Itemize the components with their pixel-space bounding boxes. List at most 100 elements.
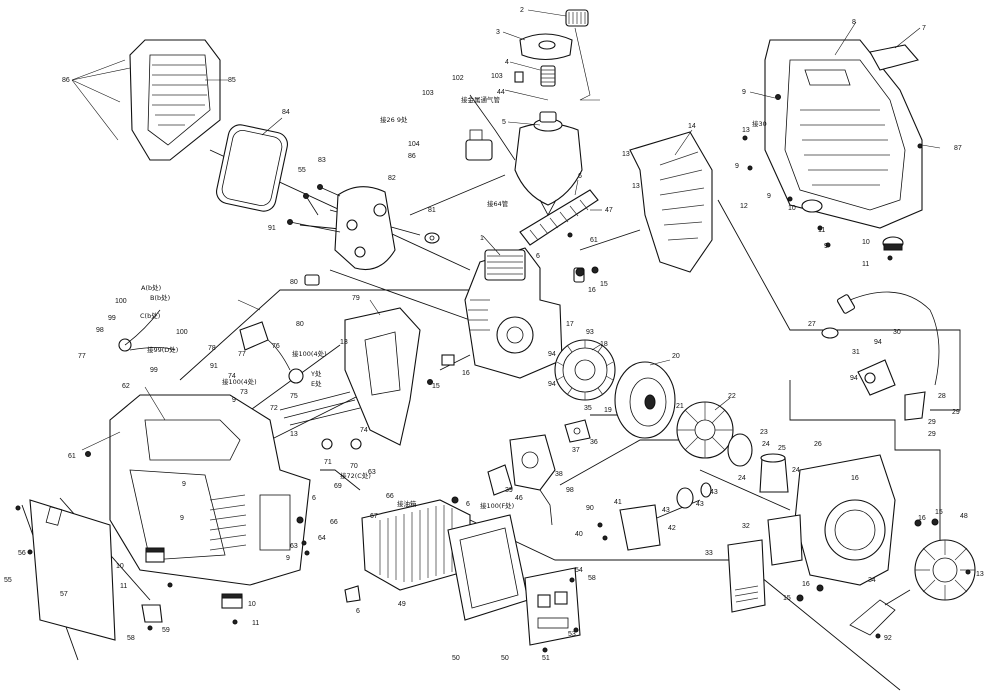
note-label: 接26 9处	[380, 115, 408, 124]
part-label: 2	[520, 7, 524, 14]
cup-25	[759, 453, 789, 493]
part-label: 63	[290, 543, 298, 550]
side-panel-14	[629, 131, 713, 273]
part-label: 87	[954, 145, 962, 152]
note-label: 接72(C处)	[340, 471, 371, 480]
part-label: 82	[388, 175, 396, 182]
part-label: 32	[742, 523, 750, 530]
part-label: 13	[632, 183, 640, 190]
part-label: 9	[286, 555, 290, 562]
part-label: 9	[767, 193, 771, 200]
ring-43	[700, 482, 712, 498]
part-label: 91	[268, 225, 276, 232]
starter-48	[914, 539, 976, 601]
note-label: 接100(F处)	[480, 501, 514, 510]
part-label: 74	[360, 427, 368, 434]
part-label: 84	[282, 109, 290, 116]
part-label: 66	[330, 519, 338, 526]
chain-cord	[574, 27, 600, 101]
part-label: 99	[150, 367, 158, 374]
part-label: 48	[960, 513, 968, 520]
cap-27	[821, 327, 839, 339]
part-label: 80	[296, 321, 304, 328]
part-label: 13	[976, 571, 984, 578]
part-label: 15	[600, 281, 608, 288]
part-label: 56	[18, 550, 26, 557]
foot-10-left	[145, 547, 165, 563]
part-label: 71	[324, 459, 332, 466]
sensor-98	[118, 309, 176, 352]
part-label: 9	[824, 243, 828, 250]
note-label: Y处	[310, 369, 322, 378]
part-label: 29	[952, 409, 960, 416]
part-label: 69	[334, 483, 342, 490]
muffler-82	[334, 186, 396, 271]
washer-81	[424, 232, 440, 244]
note-label: 接99(D处)	[147, 345, 178, 354]
part-label: 98	[566, 487, 574, 494]
part-label: 11	[818, 227, 825, 234]
part-label: 83	[318, 157, 326, 164]
hub-23	[727, 433, 753, 467]
part-label: 40	[575, 531, 583, 538]
bracket-78	[344, 307, 421, 446]
part-label: 6	[312, 495, 316, 502]
note-label: B(b处)	[150, 293, 170, 302]
part-label: 75	[290, 393, 298, 400]
part-label: 59	[162, 627, 170, 634]
part-label: 10	[862, 239, 870, 246]
cap-101	[514, 71, 524, 83]
side-panel-57	[29, 499, 116, 641]
part-label: 12	[740, 203, 748, 210]
part-label: 9	[735, 163, 739, 170]
part-label: 100	[176, 329, 188, 336]
part-label: 61	[590, 237, 598, 244]
carburetor-46	[509, 434, 556, 491]
part-label: 15	[783, 595, 791, 602]
part-label: 13	[290, 431, 298, 438]
part-label: 72	[270, 405, 278, 412]
part-label: 33	[705, 550, 713, 557]
part-label: 16	[462, 370, 470, 377]
part-label: 61	[68, 453, 76, 460]
rod-88	[409, 174, 506, 216]
part-label: 10	[248, 601, 256, 608]
switch-74	[239, 321, 291, 371]
part-label: 8	[852, 19, 856, 26]
part-label: 103	[422, 90, 434, 97]
recoil-housing-26	[794, 454, 896, 586]
part-label: 79	[352, 295, 360, 302]
bushing-10-top	[801, 199, 904, 251]
ring-44	[676, 487, 694, 509]
frame-50	[447, 514, 529, 621]
part-label: 17	[566, 321, 574, 328]
part-label: 37	[572, 447, 580, 454]
note-label: 接100(4处)	[222, 377, 257, 386]
bracket-28	[904, 391, 926, 421]
valve-31	[857, 359, 896, 396]
part-label: 15	[935, 509, 943, 516]
part-label: 9	[180, 515, 184, 522]
gasket-39	[487, 464, 513, 496]
fasteners	[15, 94, 971, 653]
part-label: 9	[742, 89, 746, 96]
part-label: 93	[586, 329, 594, 336]
part-label: 29	[928, 431, 936, 438]
part-label: 26	[814, 441, 822, 448]
part-label: 74	[228, 373, 236, 380]
bolt-91	[287, 219, 341, 233]
flywheel-20	[614, 361, 676, 439]
part-label: 50	[452, 655, 460, 662]
note-label: 接油箱	[397, 499, 417, 508]
part-label: 46	[515, 495, 523, 502]
part-label: 98	[96, 327, 104, 334]
part-label: 24	[762, 441, 770, 448]
part-label: 94	[548, 381, 556, 388]
part-label: 55	[4, 577, 12, 584]
part-label: 50	[501, 655, 509, 662]
part-label: 24	[792, 467, 800, 474]
part-label: 16	[588, 287, 596, 294]
fuel-tank-5	[514, 111, 583, 216]
part-label: 6	[356, 608, 360, 615]
